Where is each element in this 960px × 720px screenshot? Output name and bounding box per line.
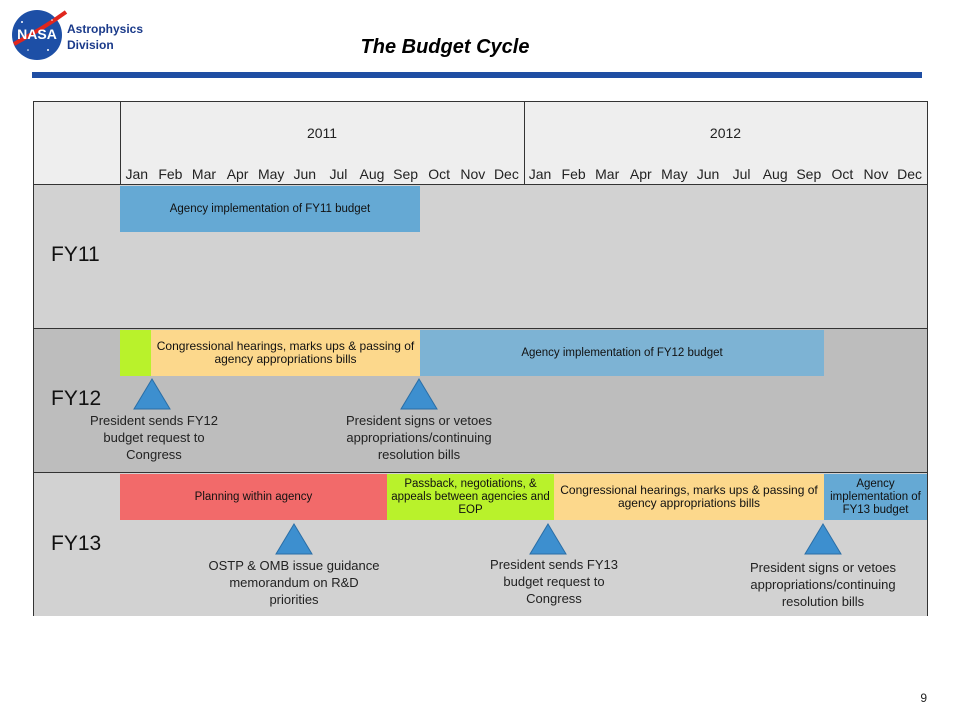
svg-text:NASA: NASA: [17, 26, 57, 42]
month-label: Dec: [493, 166, 519, 182]
month-label: Jan: [125, 166, 149, 182]
month-label: May: [661, 166, 688, 182]
milestone-triangle-icon: [133, 378, 171, 410]
month-label: Mar: [191, 166, 217, 182]
month-label: Apr: [629, 166, 652, 182]
month-label: Feb: [561, 166, 586, 182]
page-title: The Budget Cycle: [360, 36, 530, 58]
month-label: Apr: [226, 166, 249, 182]
milestone-triangle-icon: [804, 523, 842, 555]
month-label: Aug: [359, 166, 385, 182]
year-2011: 2011: [306, 125, 338, 141]
milestone-triangle-icon: [400, 378, 438, 410]
month-label: Sep: [796, 166, 822, 182]
nasa-logo: NASA: [12, 10, 68, 60]
grid-line: [34, 328, 927, 329]
month-label: Jul: [732, 166, 751, 182]
row-label-fy11: FY11: [51, 243, 100, 266]
month-label: Nov: [460, 166, 486, 182]
row-label-fy12: FY12: [51, 387, 102, 410]
bar-fy13-planning: Planning within agency: [120, 474, 387, 520]
milestone-fy12-budget-request: President sends FY12 budget request to C…: [90, 413, 218, 462]
month-label: Nov: [863, 166, 889, 182]
month-label: Jan: [528, 166, 552, 182]
milestone-triangle-icon: [275, 523, 313, 555]
milestone-triangle-icon: [529, 523, 567, 555]
division-line2: Division: [67, 38, 114, 52]
month-label: Feb: [158, 166, 183, 182]
month-label: Oct: [428, 166, 451, 182]
grid-line: [34, 472, 927, 473]
budget-cycle-chart: 2011 2012 Jan Feb Mar Apr May Jun Jul Au…: [33, 101, 928, 616]
bar-fy12-start: [120, 330, 151, 376]
month-label: Dec: [897, 166, 923, 182]
month-label: Oct: [831, 166, 854, 182]
header-rule: [32, 72, 922, 78]
bar-fy13-congressional: Congressional hearings, marks ups & pass…: [554, 474, 824, 520]
grid-line: [120, 102, 121, 185]
month-label: Jun: [293, 166, 317, 182]
month-label: Sep: [393, 166, 419, 182]
bar-fy11-implementation: Agency implementation of FY11 budget: [120, 186, 420, 232]
month-label: Jul: [329, 166, 348, 182]
timeline-header: [34, 102, 927, 185]
grid-line: [524, 102, 525, 185]
grid-line: [34, 184, 927, 185]
division-label: Astrophysics Division: [67, 21, 143, 53]
year-2012: 2012: [709, 125, 742, 141]
month-label: Mar: [595, 166, 620, 182]
bar-fy13-passback: Passback, negotiations, & appeals betwee…: [387, 474, 554, 520]
page-number: 9: [920, 691, 927, 705]
milestone-fy13-signs-vetoes: President signs or vetoes appropriations…: [750, 560, 896, 609]
division-line1: Astrophysics: [67, 22, 144, 36]
row-label-fy13: FY13: [51, 532, 102, 555]
bar-fy12-congressional: Congressional hearings, marks ups & pass…: [151, 330, 420, 376]
bar-fy12-implementation: Agency implementation of FY12 budget: [420, 330, 824, 376]
month-label: Aug: [762, 166, 788, 182]
milestone-fy13-budget-request: President sends FY13 budget request to C…: [490, 557, 618, 606]
milestone-fy13-ostp-omb: OSTP & OMB issue guidance memorandum on …: [208, 558, 380, 607]
month-label: Jun: [696, 166, 720, 182]
milestone-fy12-signs-vetoes: President signs or vetoes appropriations…: [346, 413, 492, 462]
bar-fy13-implementation: Agency implementation of FY13 budget: [824, 474, 927, 520]
month-label: May: [257, 166, 285, 182]
